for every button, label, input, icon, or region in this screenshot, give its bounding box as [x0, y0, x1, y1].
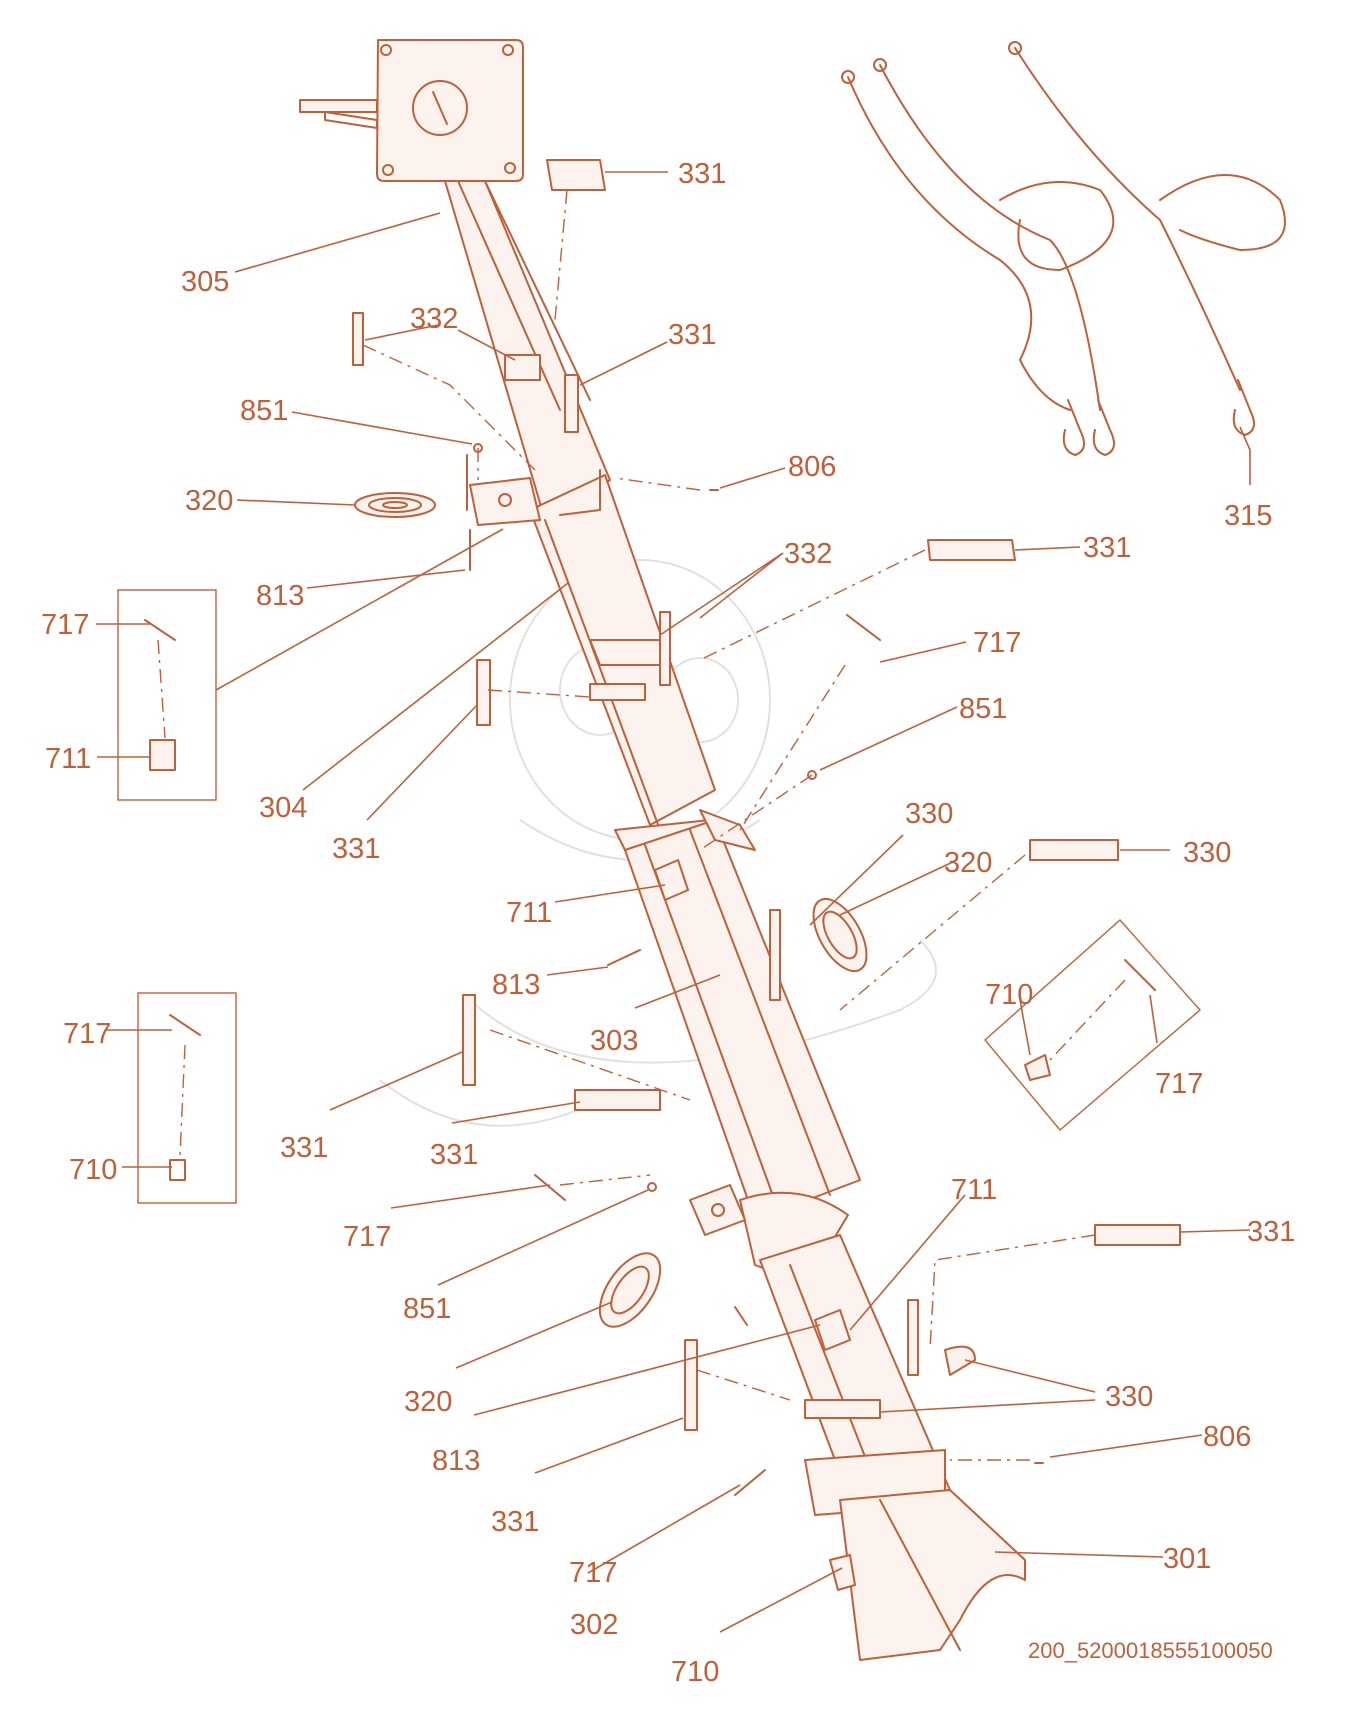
callout-labels: 305 331 332 331 851 806 320 813 315 331 …	[41, 158, 1295, 1688]
callout-806: 806	[788, 451, 836, 483]
detail-boxes	[117, 589, 1201, 1204]
pulley-upper	[354, 492, 436, 518]
callout-320: 320	[944, 847, 992, 879]
callout-710: 710	[671, 1656, 719, 1688]
callout-320: 320	[404, 1386, 452, 1418]
callout-813: 813	[256, 580, 304, 612]
pulley-lower	[598, 1252, 662, 1328]
callout-851: 851	[959, 693, 1007, 725]
callout-331: 331	[668, 319, 716, 351]
wear-pads	[352, 159, 1181, 1431]
callout-303: 303	[590, 1025, 638, 1057]
leader-lines	[96, 171, 1251, 1633]
callout-330: 330	[905, 798, 953, 830]
callout-806: 806	[1203, 1421, 1251, 1453]
callout-320: 320	[185, 485, 233, 517]
callout-301: 301	[1163, 1543, 1211, 1575]
callout-331: 331	[678, 158, 726, 190]
callout-331: 331	[280, 1132, 328, 1164]
callout-710: 710	[69, 1154, 117, 1186]
centerlines	[157, 189, 1126, 1461]
pulley-brackets	[469, 477, 976, 1376]
callout-813: 813	[432, 1445, 480, 1477]
callout-330: 330	[1105, 1381, 1153, 1413]
callout-315: 315	[1224, 500, 1272, 532]
callout-304: 304	[259, 792, 307, 824]
callout-711: 711	[506, 897, 552, 929]
callout-717: 717	[41, 609, 89, 641]
callout-813: 813	[492, 969, 540, 1001]
callout-331: 331	[332, 833, 380, 865]
callout-710: 710	[985, 979, 1033, 1011]
callout-711: 711	[951, 1174, 997, 1206]
drawing-code: 200_5200018555100050	[1028, 1638, 1273, 1663]
pulley-middle	[812, 897, 868, 973]
callout-717: 717	[973, 627, 1021, 659]
arm-305	[444, 180, 611, 521]
callout-302: 302	[570, 1609, 618, 1641]
callout-332: 332	[784, 538, 832, 570]
callout-330: 330	[1183, 837, 1231, 869]
callout-331: 331	[1247, 1216, 1295, 1248]
callout-305: 305	[181, 266, 229, 298]
callout-717: 717	[569, 1557, 617, 1589]
cable-assembly	[841, 41, 1286, 456]
callout-331: 331	[491, 1506, 539, 1538]
pins-and-fasteners	[144, 443, 1156, 1591]
callout-851: 851	[240, 395, 288, 427]
callout-851: 851	[403, 1293, 451, 1325]
arm-302	[759, 1234, 951, 1516]
callout-711: 711	[45, 743, 91, 775]
callout-331: 331	[430, 1139, 478, 1171]
arm-301	[839, 1489, 1026, 1661]
mounting-plate	[299, 39, 524, 182]
callout-717: 717	[343, 1221, 391, 1253]
callout-331: 331	[1083, 532, 1131, 564]
callout-717: 717	[1155, 1068, 1203, 1100]
callout-717: 717	[63, 1018, 111, 1050]
callout-332: 332	[410, 303, 458, 335]
